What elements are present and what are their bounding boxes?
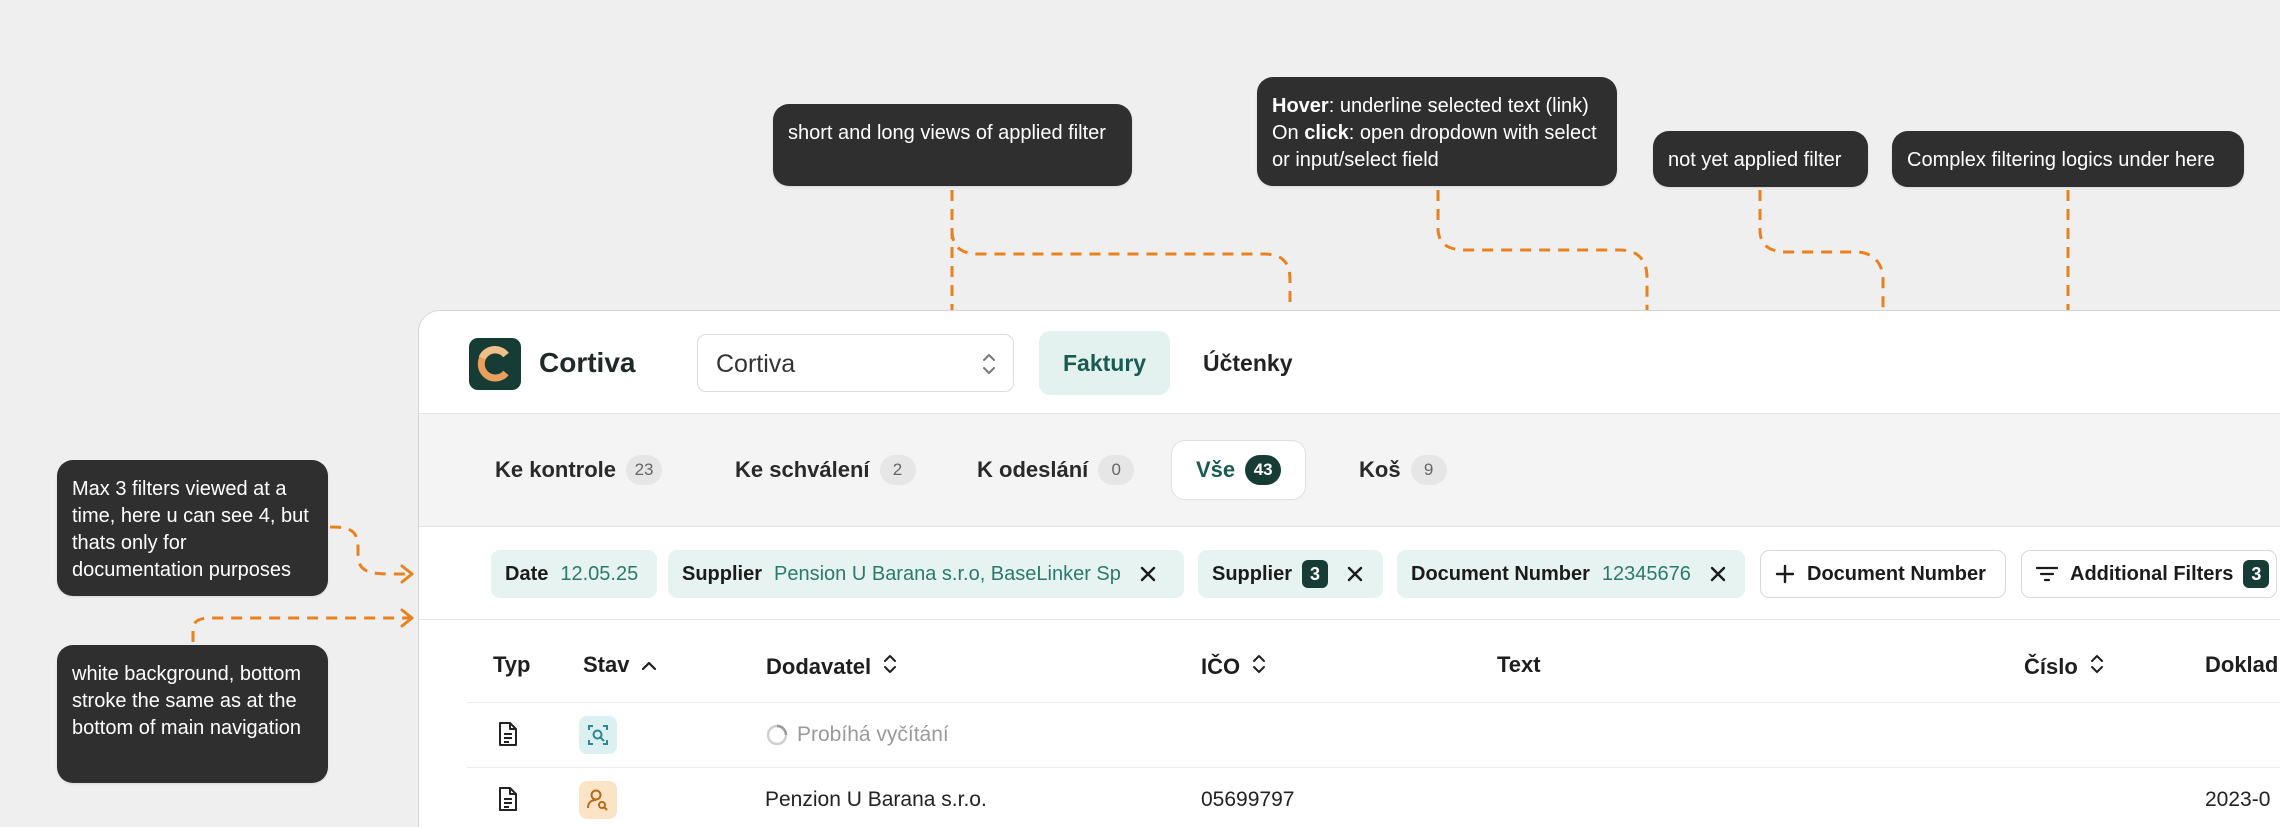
nav-tab-faktury[interactable]: Faktury [1039,331,1171,395]
note-white-background: white background, bottom stroke the same… [57,645,328,783]
filter-chip-document-number[interactable]: Document Number 12345676 [1397,550,1745,598]
column-header-stav[interactable]: Stav [583,652,657,678]
filter-chip-supplier-short[interactable]: Supplier 3 [1198,550,1383,598]
note-click-prefix: On [1272,122,1305,144]
note-complex-filtering: Complex filtering logics under here [1892,131,2244,187]
filter-lines-icon [2036,566,2058,582]
status-tab-count: 43 [1245,455,1282,485]
filter-chip-supplier-long[interactable]: Supplier Pension U Barana s.r.o, BaseLin… [668,550,1184,598]
cislo-cell: 2023-0 [2205,788,2271,811]
status-tab-label: Ke kontrole [495,457,617,482]
nav-tab-uctenky[interactable]: Účtenky [1203,350,1293,376]
note-hover-label: Hover [1272,95,1329,117]
column-header-text[interactable]: Text [1497,652,1541,678]
column-header-cislo[interactable]: Číslo [2024,652,2104,682]
column-header-label: Text [1497,652,1541,677]
column-header-typ[interactable]: Typ [493,652,530,678]
arrowhead-2 [400,608,414,628]
top-navigation: Cortiva Cortiva Faktury Účtenky [419,311,2280,414]
close-icon[interactable] [1346,565,1364,583]
status-tab-label: Vše [1196,457,1236,482]
status-tab-k-odeslani[interactable]: K odeslání 0 [977,442,1135,498]
user-search-status-icon [579,781,617,819]
status-tab-count: 0 [1098,455,1135,485]
status-tab-label: K odeslání [977,457,1089,482]
sort-icon [883,652,897,682]
column-header-label: IČO [1201,654,1241,679]
document-icon [497,721,519,752]
document-icon [497,786,519,817]
connector-max-filters [329,525,410,576]
column-header-label: Dodavatel [766,654,872,679]
column-header-label: Doklad [2205,652,2279,677]
dodavatel-cell: Penzion U Barana s.r.o. [765,788,987,811]
status-tab-label: Koš [1359,457,1401,482]
close-icon[interactable] [1709,565,1727,583]
column-header-label: Typ [493,652,531,677]
add-document-number-filter-button[interactable]: Document Number [1760,550,2006,598]
filter-value[interactable]: Pension U Barana s.r.o, BaseLinker Sp [774,562,1121,585]
status-tab-ke-schvaleni[interactable]: Ke schválení 2 [735,442,916,498]
status-tab-ke-kontrole[interactable]: Ke kontrole 23 [495,442,663,498]
filter-value[interactable]: 12.05.25 [560,562,639,585]
note-short-long-views: short and long views of applied filter [773,104,1132,186]
app-window: Cortiva Cortiva Faktury Účtenky Ke kontr… [418,310,2280,827]
arrowhead-1 [400,564,414,584]
filter-key: Document Number [1411,562,1590,585]
status-tab-count: 2 [879,455,916,485]
scanning-status-icon [579,716,617,754]
company-select-value: Cortiva [716,350,796,378]
additional-filters-label: Additional Filters [2070,562,2234,585]
note-hover-text: : underline selected text (link) [1328,95,1589,117]
status-tab-kos[interactable]: Koš 9 [1359,442,1447,498]
sort-icon [2090,652,2104,682]
filter-value[interactable]: 12345676 [1601,562,1691,585]
ico-cell: 05699797 [1201,788,1295,811]
close-icon[interactable] [1139,565,1157,583]
note-not-applied: not yet applied filter [1653,131,1868,187]
filter-chip-date[interactable]: Date 12.05.25 [491,550,657,598]
connector-white-bg [191,616,410,642]
dodavatel-cell: Probíhá vyčítání [797,723,949,746]
status-tab-vse[interactable]: Vše 43 [1171,440,1307,500]
note-click-text: : open dropdown with select or input/sel… [1272,122,1597,171]
filter-count-badge: 3 [1302,560,1329,588]
filter-key: Supplier [1212,562,1293,585]
column-header-label: Číslo [2024,654,2078,679]
note-max-filters: Max 3 filters viewed at a time, here u c… [57,460,328,596]
plus-icon [1775,564,1795,584]
column-header-doklad[interactable]: Doklad [2205,652,2278,678]
note-click-label: click [1304,122,1349,144]
loading-spinner-icon [765,723,789,752]
filter-key: Date [505,562,549,585]
table-header: Typ Stav Dodavatel IČO Text Číslo Doklad [419,620,2280,712]
column-header-label: Stav [583,652,630,677]
note-hover-click: Hover: underline selected text (link) On… [1257,77,1617,186]
table-row[interactable]: Penzion U Barana s.r.o. 05699797 2023-0 [467,767,2280,827]
filter-key: Supplier [682,562,763,585]
status-tab-count: 23 [626,455,663,485]
column-header-dodavatel[interactable]: Dodavatel [766,652,897,682]
status-tab-label: Ke schválení [735,457,870,482]
add-filter-label: Document Number [1807,562,1986,585]
select-chevrons-icon [981,350,997,383]
filter-bar: Date 12.05.25 Supplier Pension U Barana … [419,527,2280,620]
company-select[interactable]: Cortiva [697,334,1014,392]
brand-name: Cortiva [539,347,636,378]
cortiva-logo-icon[interactable] [469,338,521,390]
column-header-ico[interactable]: IČO [1201,652,1266,682]
sort-icon [1252,652,1266,682]
status-tab-count: 9 [1410,455,1447,485]
additional-filters-button[interactable]: Additional Filters 3 [2021,550,2277,598]
sort-ascending-icon [641,652,657,678]
additional-filters-count-badge: 3 [2243,560,2270,588]
table-row[interactable]: Probíhá vyčítání [467,702,2280,766]
